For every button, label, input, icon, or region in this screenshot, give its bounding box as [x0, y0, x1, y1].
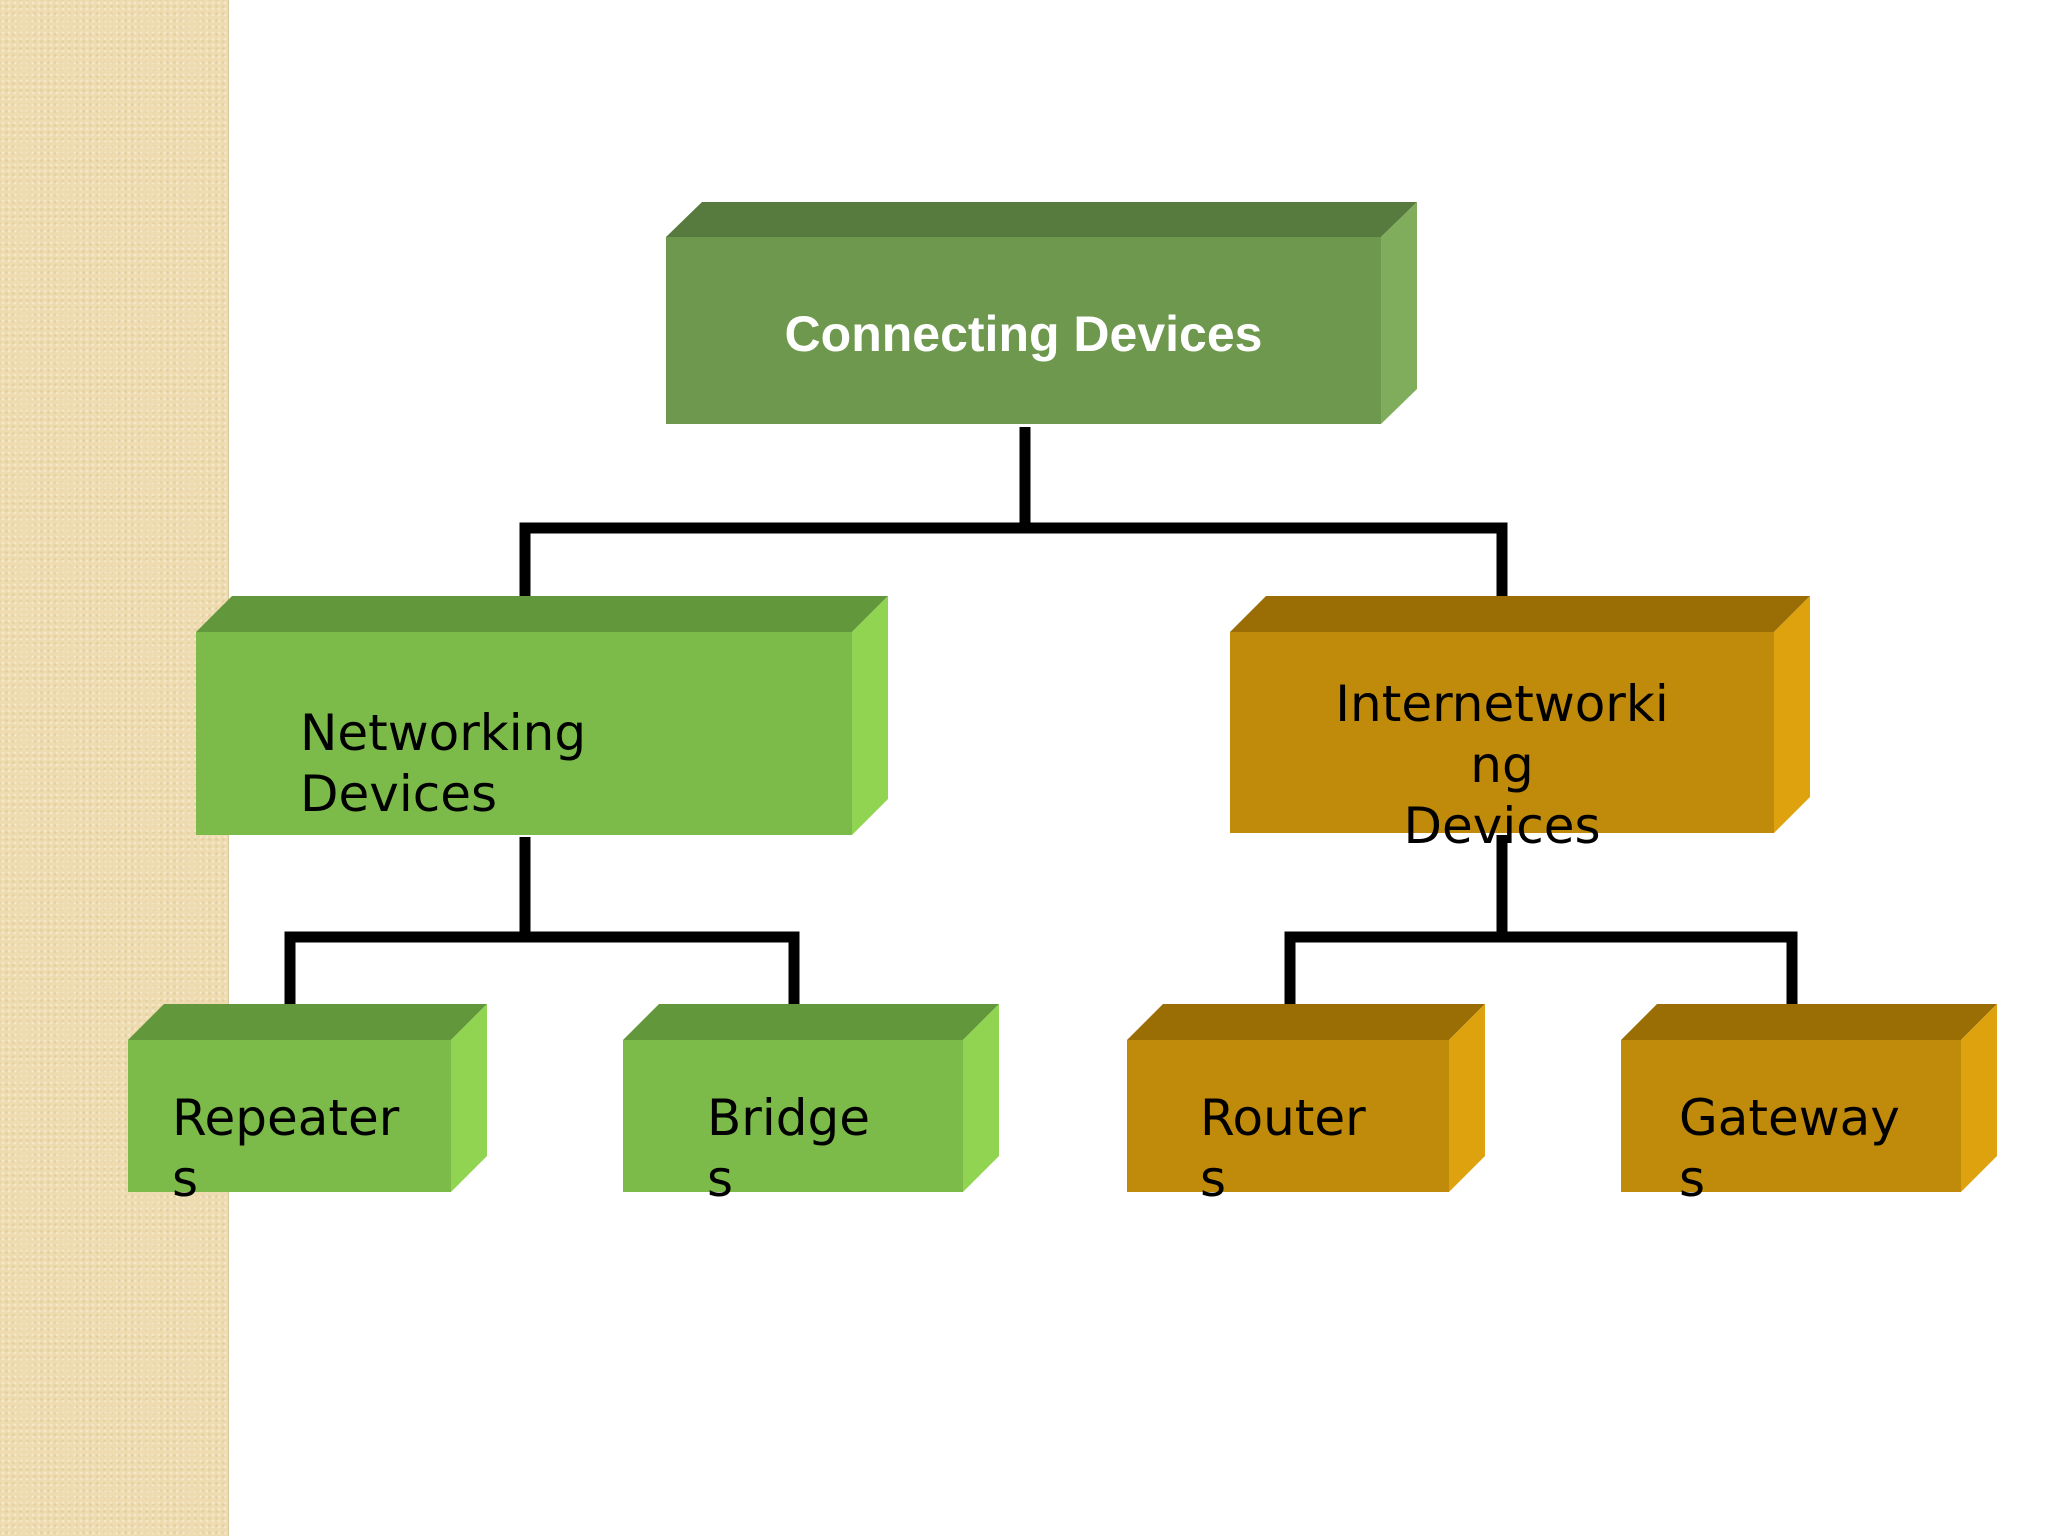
- bridges-box: [623, 1004, 999, 1192]
- connector-root-branches: [519, 522, 1508, 630]
- routers-label: Router s: [1200, 1089, 1366, 1208]
- gateways-box-top: [1621, 1004, 1997, 1040]
- internetworking-label: Internetworki ng Devices: [1335, 675, 1669, 855]
- connectors: [284, 427, 1798, 1040]
- internetworking-box-front: [1230, 632, 1774, 833]
- root-label: Connecting Devices: [784, 306, 1263, 362]
- gateways-label: Gateway s: [1679, 1089, 1900, 1208]
- repeaters-box-side: [451, 1004, 487, 1192]
- root-box-front: [666, 237, 1381, 424]
- bridges-box-side: [963, 1004, 999, 1192]
- root-box-top: [666, 202, 1417, 237]
- internetworking-box: [1230, 596, 1810, 833]
- repeaters-box-front: [128, 1040, 451, 1192]
- routers-box-side: [1449, 1004, 1485, 1192]
- networking-box-front: [196, 632, 852, 835]
- root-box-side: [1381, 202, 1417, 424]
- routers-box-front: [1127, 1040, 1449, 1192]
- root-box: [666, 202, 1417, 424]
- networking-box: [196, 596, 888, 835]
- connector-networking-branches: [284, 931, 800, 1040]
- repeaters-box-top: [128, 1004, 487, 1040]
- gateways-box-side: [1961, 1004, 1997, 1192]
- networking-label: Networking Devices: [300, 704, 587, 823]
- networking-box-top: [196, 596, 888, 632]
- repeaters-box: [128, 1004, 487, 1192]
- decorative-side-strip: [0, 0, 229, 1536]
- routers-box: [1127, 1004, 1485, 1192]
- gateways-box-front: [1621, 1040, 1961, 1192]
- networking-box-side: [852, 596, 888, 835]
- gateways-box: [1621, 1004, 1997, 1192]
- bridges-label: Bridge s: [707, 1089, 870, 1208]
- internetworking-box-side: [1774, 596, 1810, 833]
- bridges-box-top: [623, 1004, 999, 1040]
- repeaters-label: Repeater s: [172, 1089, 400, 1208]
- bridges-box-front: [623, 1040, 963, 1192]
- connector-internetworking-branches: [1284, 931, 1798, 1040]
- internetworking-box-top: [1230, 596, 1810, 632]
- routers-box-top: [1127, 1004, 1485, 1040]
